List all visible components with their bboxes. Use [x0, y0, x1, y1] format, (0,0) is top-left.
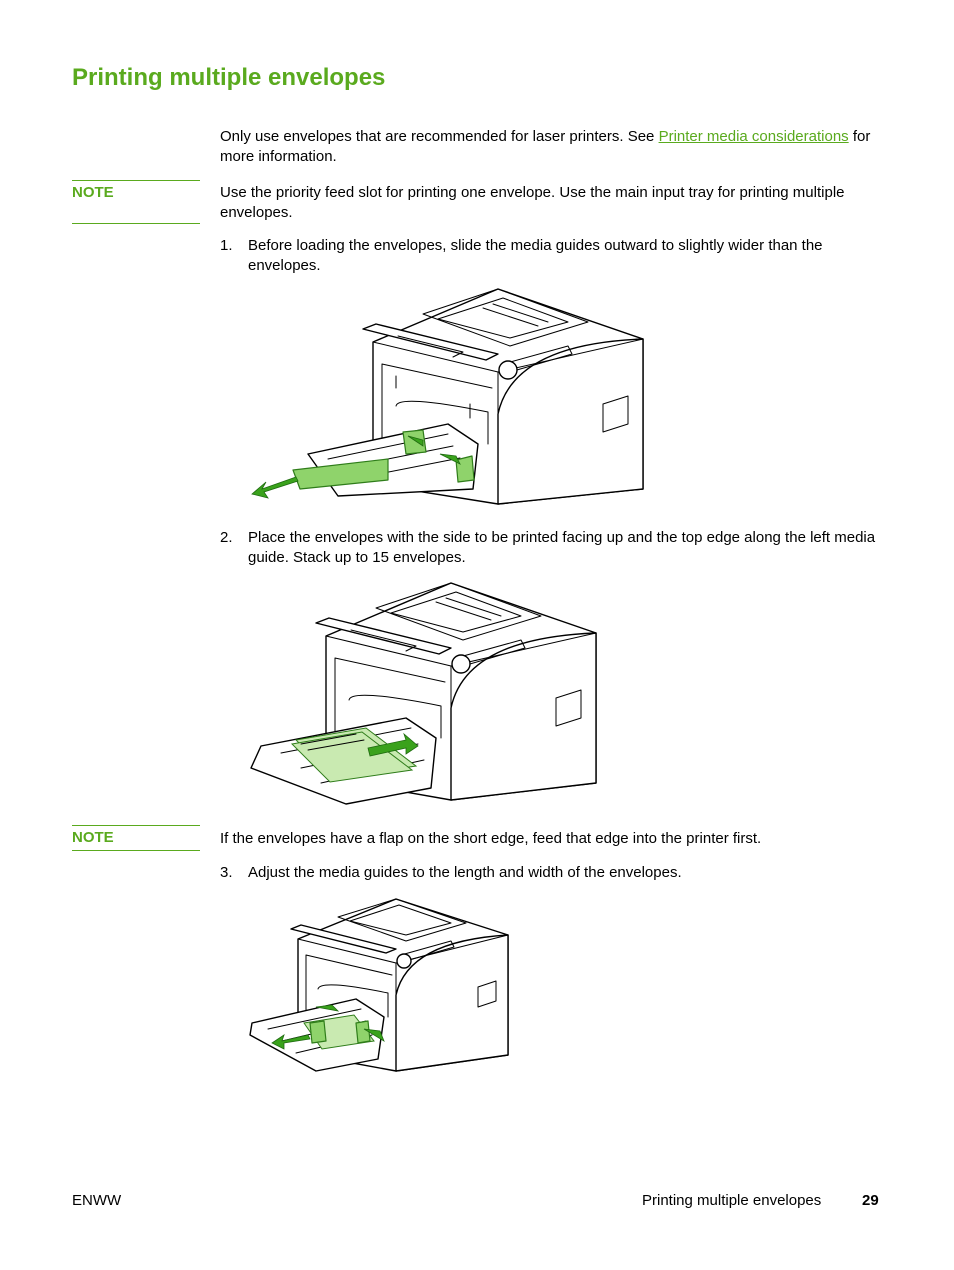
- step-number: 1.: [220, 237, 233, 254]
- printer-illustration-guides-adjusted: [249, 898, 509, 1072]
- intro-text-after: for more information.: [220, 128, 871, 165]
- note-label-1: NOTE: [72, 184, 114, 201]
- footer-section: Printing multiple envelopes: [642, 1192, 822, 1209]
- step-number: 2.: [220, 529, 233, 546]
- note-text-1: Use the priority feed slot for printing …: [220, 184, 845, 221]
- note-text-2: If the envelopes have a flap on the shor…: [220, 830, 762, 847]
- printer-illustration-guides-outward: [251, 288, 644, 505]
- step-text: Before loading the envelopes, slide the …: [248, 237, 823, 274]
- intro-text-before: Only use envelopes that are recommended …: [220, 128, 659, 145]
- note-marker-1: NOTE: [72, 180, 200, 224]
- footer-left: ENWW: [72, 1192, 122, 1209]
- printer-illustration-envelopes-loaded: [250, 582, 597, 805]
- step-text: Adjust the media guides to the length an…: [248, 864, 682, 881]
- page-number: 29: [862, 1192, 879, 1209]
- step-number: 3.: [220, 864, 233, 881]
- note-marker-2: NOTE: [72, 825, 200, 851]
- step-text: Place the envelopes with the side to be …: [248, 529, 876, 566]
- printer-media-link[interactable]: Printer media considerations: [658, 128, 849, 145]
- page-title: Printing multiple envelopes: [72, 64, 386, 91]
- note-label-2: NOTE: [72, 829, 114, 846]
- intro-paragraph: Only use envelopes that are recommended …: [220, 127, 880, 166]
